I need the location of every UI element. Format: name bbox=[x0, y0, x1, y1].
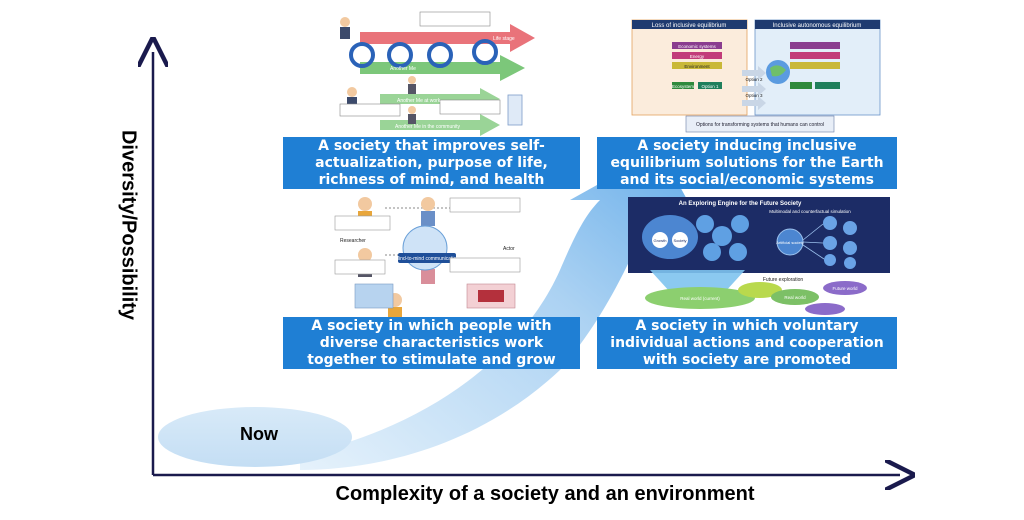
caption-line: diverse characteristics work bbox=[319, 334, 544, 351]
illus-tl-label-3: Life stage bbox=[493, 36, 515, 42]
illus-br-exploration: Future exploration bbox=[763, 277, 804, 283]
illus-tr-label: Ecosystem bbox=[672, 84, 694, 89]
x-axis-label: Complexity of a society and an environme… bbox=[335, 483, 755, 505]
illus-tr-label: Option 3 bbox=[745, 93, 763, 98]
caption-line: A society in which voluntary bbox=[635, 317, 859, 334]
caption-line: individual actions and cooperation bbox=[610, 334, 884, 351]
illus-tr-label: Option 2 bbox=[745, 77, 763, 82]
caption-line: A society in which people with bbox=[311, 317, 552, 334]
illus-br-circle-label: Society bbox=[673, 238, 686, 243]
illus-br-hub: Artificial society bbox=[776, 240, 804, 245]
illus-br-circle-label: Growth bbox=[654, 238, 667, 243]
illus-br-real-current: Real world (current) bbox=[680, 296, 720, 301]
illustration-inclusive-equilibrium: Loss of inclusive equilibrium Inclusive … bbox=[631, 19, 882, 135]
illus-tl-label-0: Another Me bbox=[390, 66, 416, 72]
illus-tr-title-left: Loss of inclusive equilibrium bbox=[652, 23, 727, 29]
illustration-diverse-characteristics: Mind-to-mind communication Researcher Ac… bbox=[330, 192, 530, 317]
illus-tr-title-right: Inclusive autonomous equilibrium bbox=[773, 23, 862, 29]
now-ellipse bbox=[158, 407, 352, 467]
caption-line: richness of mind, and health bbox=[318, 171, 545, 188]
illus-bl-label-0: Researcher bbox=[340, 238, 366, 244]
caption-line: A society that improves self- bbox=[318, 137, 545, 154]
illus-br-real: Real world bbox=[784, 295, 806, 300]
illus-tr-footer: Options for transforming systems that hu… bbox=[696, 122, 824, 128]
illus-tr-label: Environment bbox=[684, 64, 710, 69]
now-label: Now bbox=[240, 424, 278, 444]
caption-line: equilibrium solutions for the Earth bbox=[610, 154, 884, 171]
caption-line: A society inducing inclusive bbox=[637, 137, 857, 154]
y-axis-label: Diversity/Possibility bbox=[117, 129, 140, 321]
illus-br-future: Future world bbox=[832, 286, 858, 291]
caption-line: together to stimulate and grow bbox=[307, 351, 556, 368]
illus-tr-label: Option 1 bbox=[701, 84, 719, 89]
caption-voluntary-actions: A society in which voluntary individual … bbox=[597, 317, 897, 369]
illustration-voluntary-actions: An Exploring Engine for the Future Socie… bbox=[628, 197, 890, 315]
caption-line: actualization, purpose of life, bbox=[315, 154, 548, 171]
caption-inclusive-equilibrium: A society inducing inclusive equilibrium… bbox=[597, 137, 897, 189]
illus-bl-center: Mind-to-mind communication bbox=[395, 256, 459, 262]
illus-tr-label: Energy bbox=[690, 54, 705, 59]
illus-tl-label-1: Another Me at work bbox=[397, 98, 441, 104]
growth-arrow bbox=[300, 150, 690, 470]
caption-line: with society are promoted bbox=[642, 351, 852, 368]
illus-tr-label: Economic systems bbox=[678, 44, 716, 49]
illus-bl-label-1: Actor bbox=[503, 246, 515, 252]
caption-self-actualization: A society that improves self- actualizat… bbox=[283, 137, 580, 189]
illustration-self-actualization: Another Me Another Me at work Another Me… bbox=[330, 11, 580, 137]
caption-line: and its social/economic systems bbox=[620, 171, 874, 188]
caption-diverse-characteristics: A society in which people with diverse c… bbox=[283, 317, 580, 369]
illus-br-title: An Exploring Engine for the Future Socie… bbox=[679, 201, 802, 207]
illus-tl-label-2: Another Me in the community bbox=[395, 124, 461, 130]
illus-br-sublabel: Multimodal and counterfactual simulation bbox=[769, 209, 851, 214]
